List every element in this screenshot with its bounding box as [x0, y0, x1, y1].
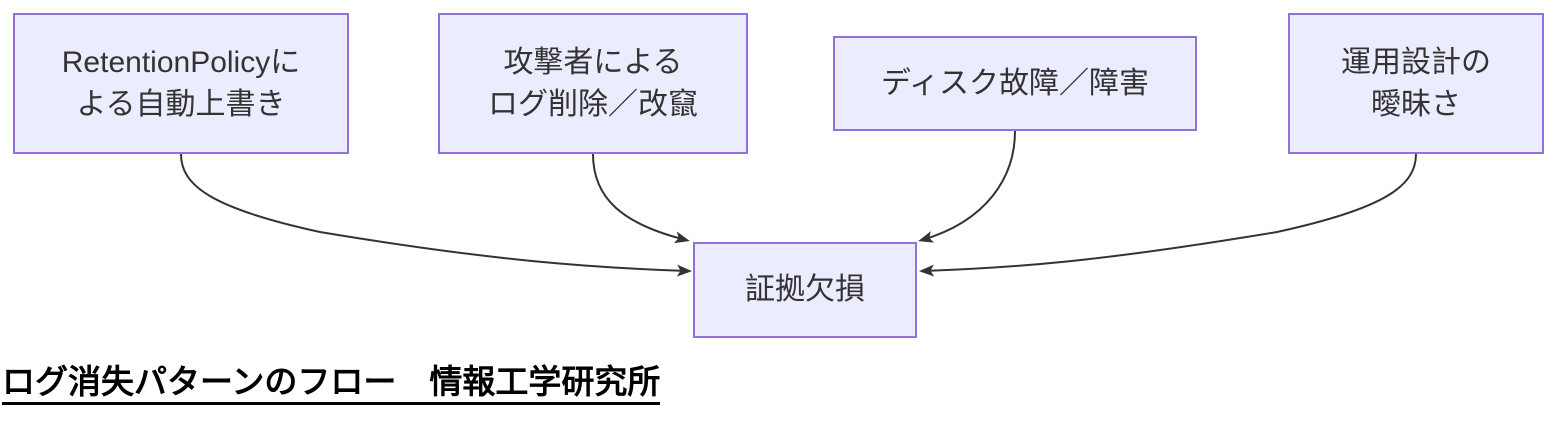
node-disk-failure-label: ディスク故障／障害: [881, 66, 1149, 100]
node-evidence-loss-label: 証拠欠損: [745, 273, 865, 306]
diagram-caption: ログ消失パターンのフロー 情報工学研究所: [2, 363, 661, 406]
edge-operation-to-evidence: [919, 153, 1417, 277]
node-attacker-log-deletion: 攻撃者による ログ削除／改竄: [438, 13, 748, 154]
node-operational-design-ambiguity: 運用設計の 曖昧さ: [1288, 13, 1544, 154]
node-retention-policy-overwrite: RetentionPolicyに よる自動上書き: [13, 13, 349, 154]
edge-attacker-to-evidence: [592, 153, 690, 244]
edge-retention-to-evidence: [180, 153, 692, 277]
node-retention-policy-overwrite-label: RetentionPolicyに よる自動上書き: [61, 45, 301, 121]
node-evidence-loss: 証拠欠損: [693, 242, 917, 338]
node-disk-failure: ディスク故障／障害: [833, 36, 1197, 131]
node-attacker-log-deletion-label: 攻撃者による ログ削除／改竄: [488, 45, 698, 121]
node-operational-design-ambiguity-label: 運用設計の 曖昧さ: [1341, 45, 1491, 121]
edge-disk-to-evidence: [918, 130, 1016, 243]
